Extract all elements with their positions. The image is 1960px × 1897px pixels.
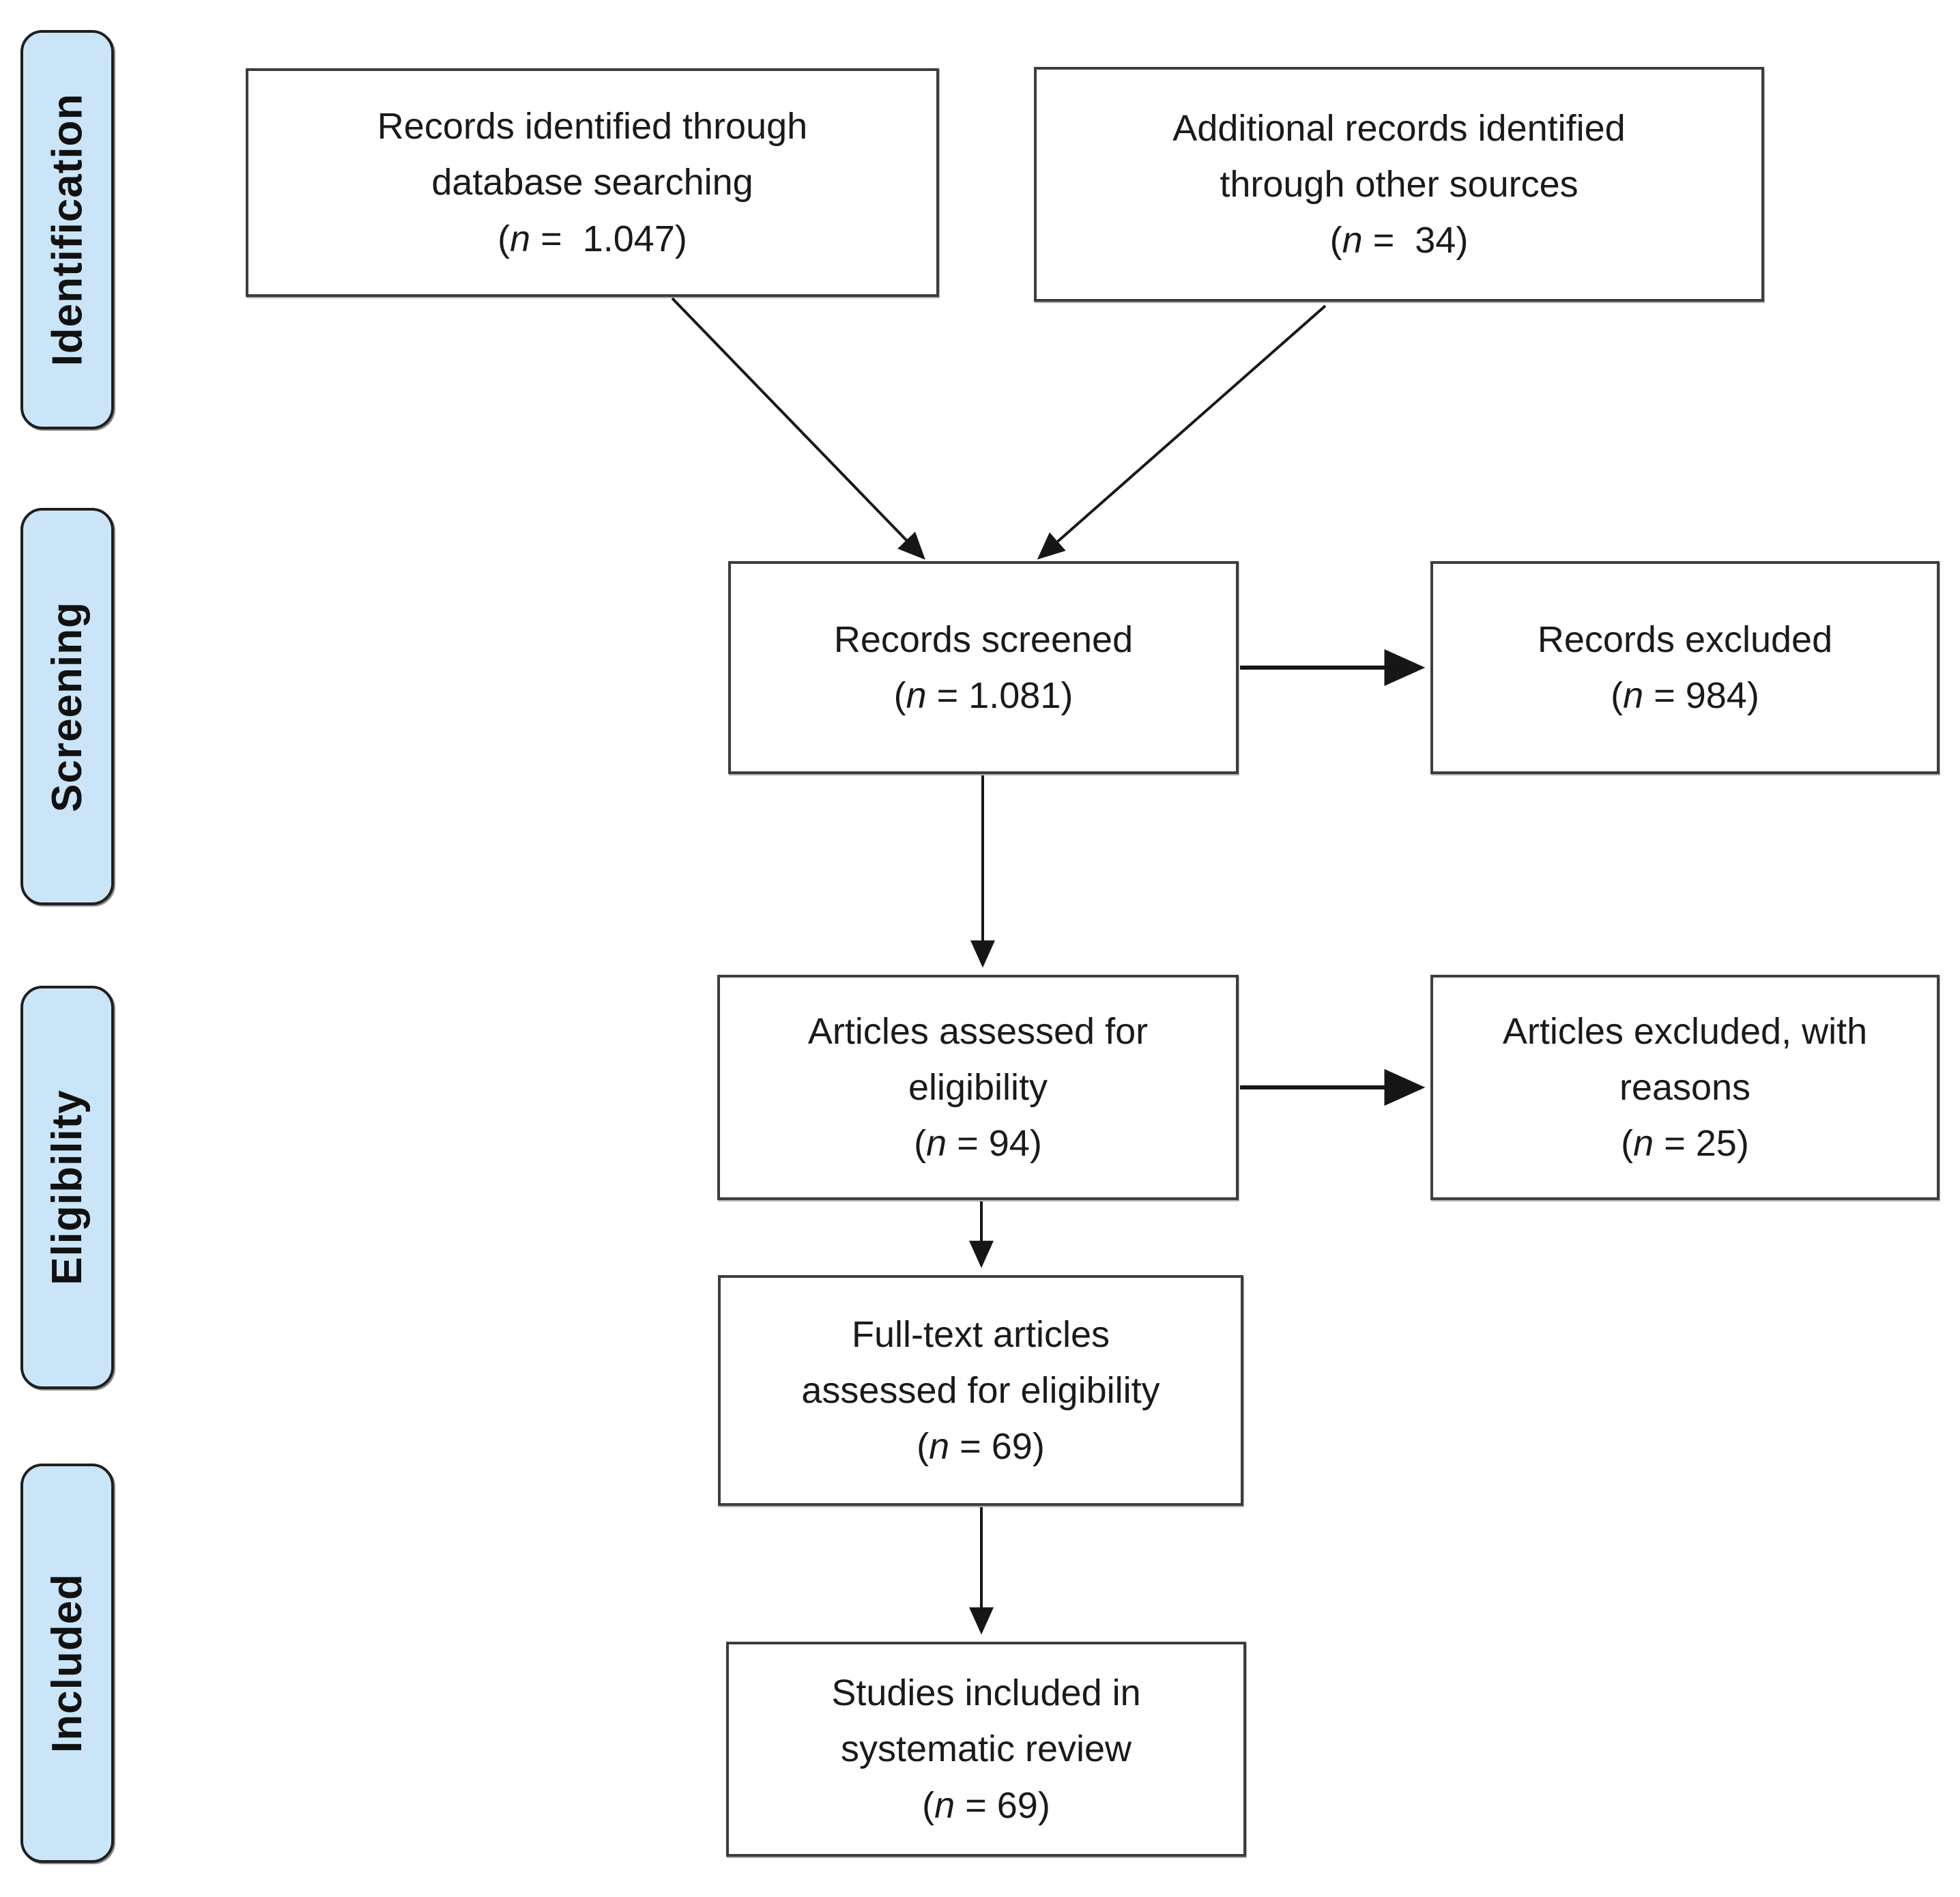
- box-text-line: Studies included in: [831, 1672, 1141, 1714]
- box-n-count: (n = 1.081): [893, 675, 1073, 716]
- box-text-line: through other sources: [1220, 163, 1579, 205]
- stage-label-text: Included: [44, 1573, 91, 1753]
- flow-box-additional-records: Additional records identified through ot…: [1034, 67, 1764, 302]
- box-text-line: Records screened: [833, 618, 1134, 660]
- flow-box-records-identified: Records identified through database sear…: [246, 68, 939, 297]
- flow-box-studies-included: Studies included in systematic review (n…: [726, 1642, 1246, 1857]
- stage-label-text: Screening: [44, 601, 91, 812]
- box-n-count: (n = 94): [914, 1123, 1042, 1165]
- box-n-count: (n = 69): [917, 1426, 1045, 1468]
- box-n-count: (n = 69): [922, 1784, 1050, 1826]
- box-text-line: assessed for eligibility: [801, 1369, 1160, 1411]
- stage-label-identification: Identification: [20, 30, 114, 429]
- box-text-line: eligibility: [908, 1066, 1048, 1108]
- stage-label-text: Identification: [44, 93, 91, 367]
- box-n-count: (n = 1.047): [498, 218, 687, 259]
- box-text-line: Records excluded: [1537, 618, 1833, 660]
- box-text-line: systematic review: [840, 1728, 1132, 1770]
- flow-box-fulltext-assessed: Full-text articles assessed for eligibil…: [718, 1275, 1243, 1506]
- box-n-count: (n = 25): [1621, 1123, 1749, 1165]
- box-text-line: Records identified through: [377, 106, 808, 147]
- flow-box-records-excluded: Records excluded (n = 984): [1430, 561, 1940, 774]
- arrow-database-to-screened: [671, 297, 925, 560]
- flow-box-articles-assessed: Articles assessed for eligibility (n = 9…: [717, 975, 1239, 1200]
- arrow-other-sources-to-screened: [1037, 304, 1327, 560]
- box-n-count: (n = 34): [1329, 220, 1469, 261]
- stage-label-included: Included: [20, 1464, 114, 1863]
- box-text-line: Additional records identified: [1172, 107, 1626, 149]
- flow-box-records-screened: Records screened (n = 1.081): [728, 561, 1239, 774]
- box-text-line: Full-text articles: [851, 1313, 1110, 1355]
- box-text-line: Articles excluded, with: [1502, 1010, 1868, 1052]
- flow-box-articles-excluded: Articles excluded, with reasons (n = 25): [1430, 975, 1940, 1200]
- stage-label-screening: Screening: [20, 508, 114, 905]
- stage-label-eligibility: Eligibility: [20, 986, 114, 1389]
- box-n-count: (n = 984): [1611, 675, 1759, 716]
- box-text-line: Articles assessed for: [807, 1010, 1149, 1052]
- stage-label-text: Eligibility: [44, 1089, 91, 1285]
- box-text-line: database searching: [431, 162, 753, 203]
- box-text-line: reasons: [1619, 1066, 1751, 1108]
